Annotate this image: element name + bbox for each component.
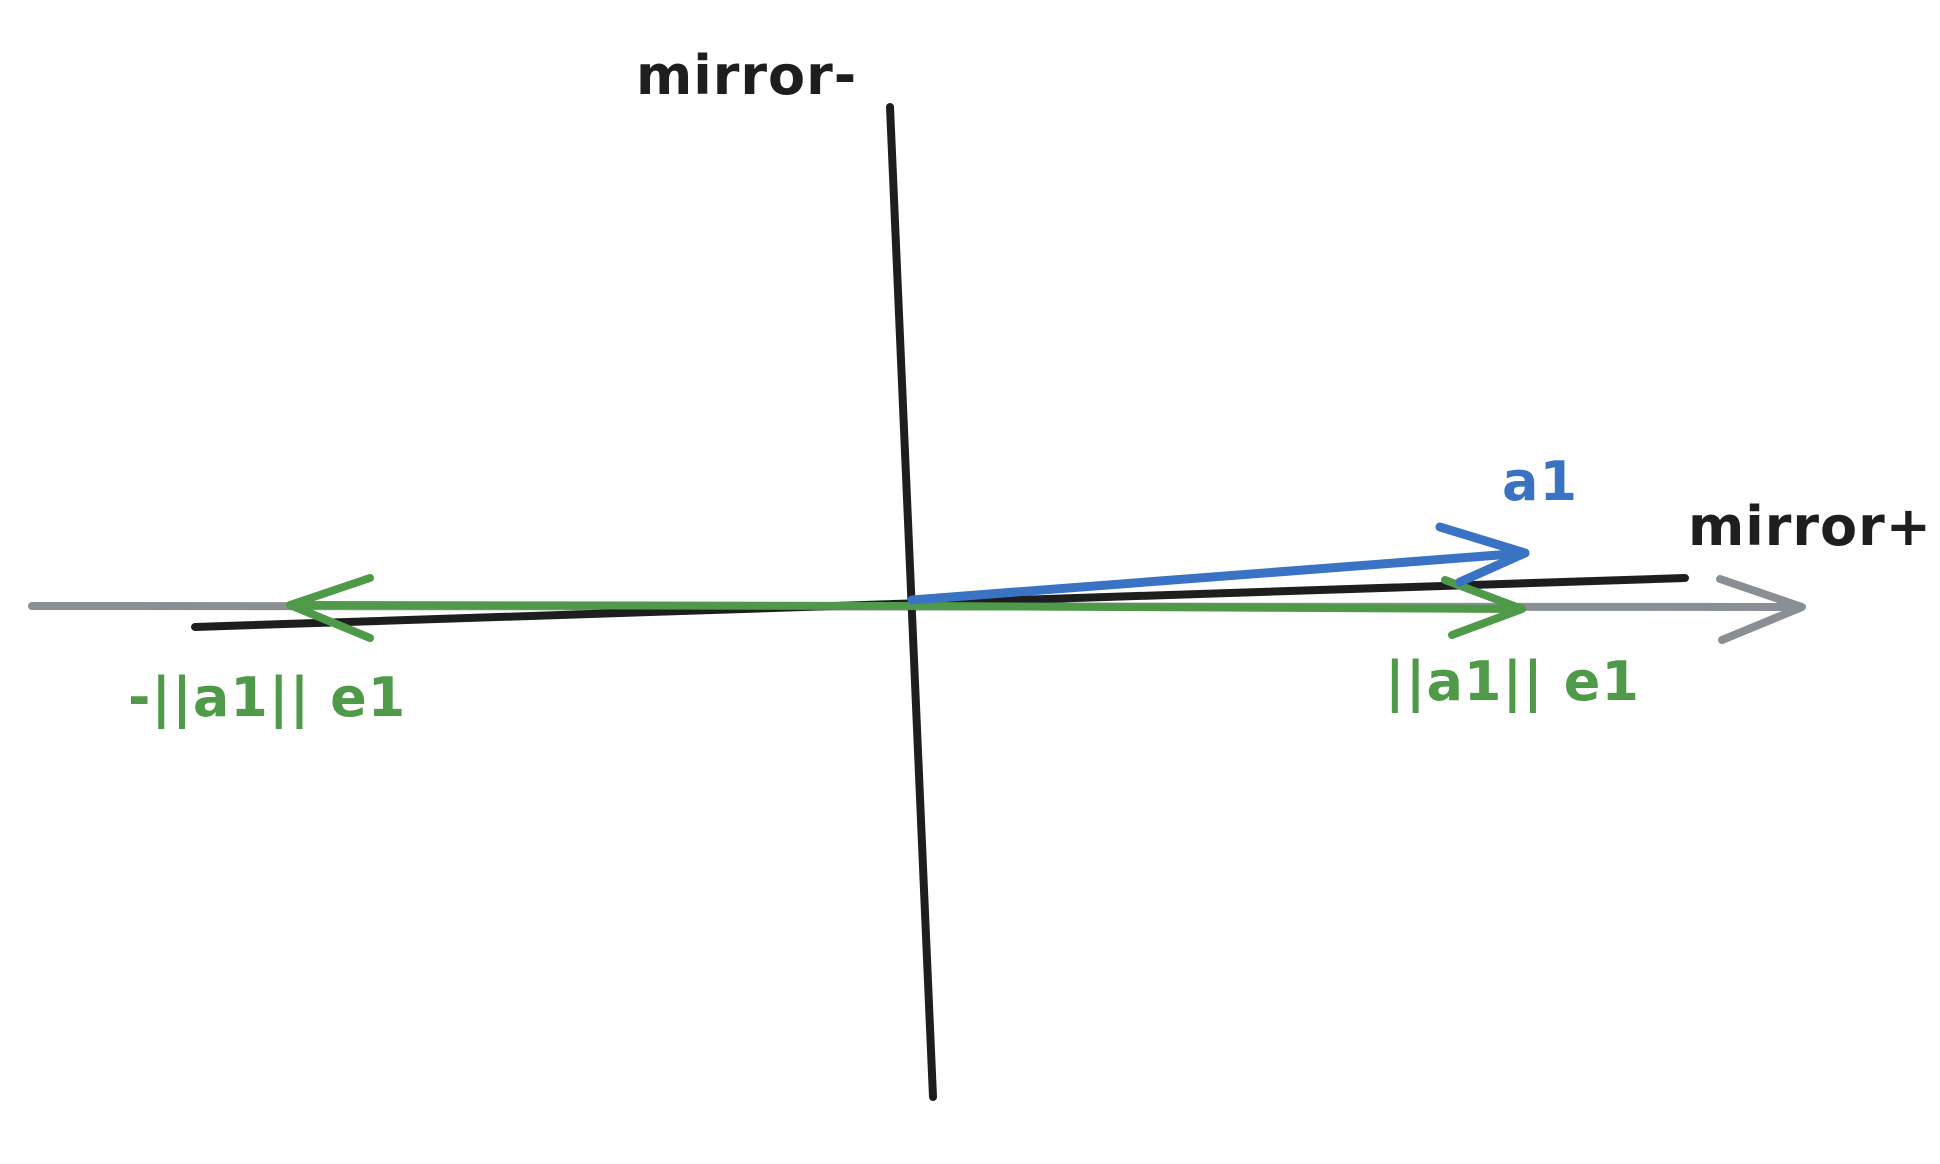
mirror-minus-label: mirror- xyxy=(636,44,857,107)
horizontal-axis-arrowhead xyxy=(1716,575,1806,644)
mirror-plus-label: mirror+ xyxy=(1688,495,1932,558)
vector-neg-norm-e1-arrowhead xyxy=(286,574,374,642)
a1-label: a1 xyxy=(1502,450,1578,513)
vector-neg-norm-e1 xyxy=(286,574,914,642)
vector-pos-norm-e1 xyxy=(906,576,1526,639)
neg-norm-e1-label: -||a1|| e1 xyxy=(128,666,406,729)
vector-a1 xyxy=(907,522,1530,605)
vector-pos-norm-e1-arrowhead xyxy=(1441,576,1526,639)
vector-a1-arrowhead xyxy=(1435,522,1530,587)
pos-norm-e1-label: ||a1|| e1 xyxy=(1385,650,1640,713)
